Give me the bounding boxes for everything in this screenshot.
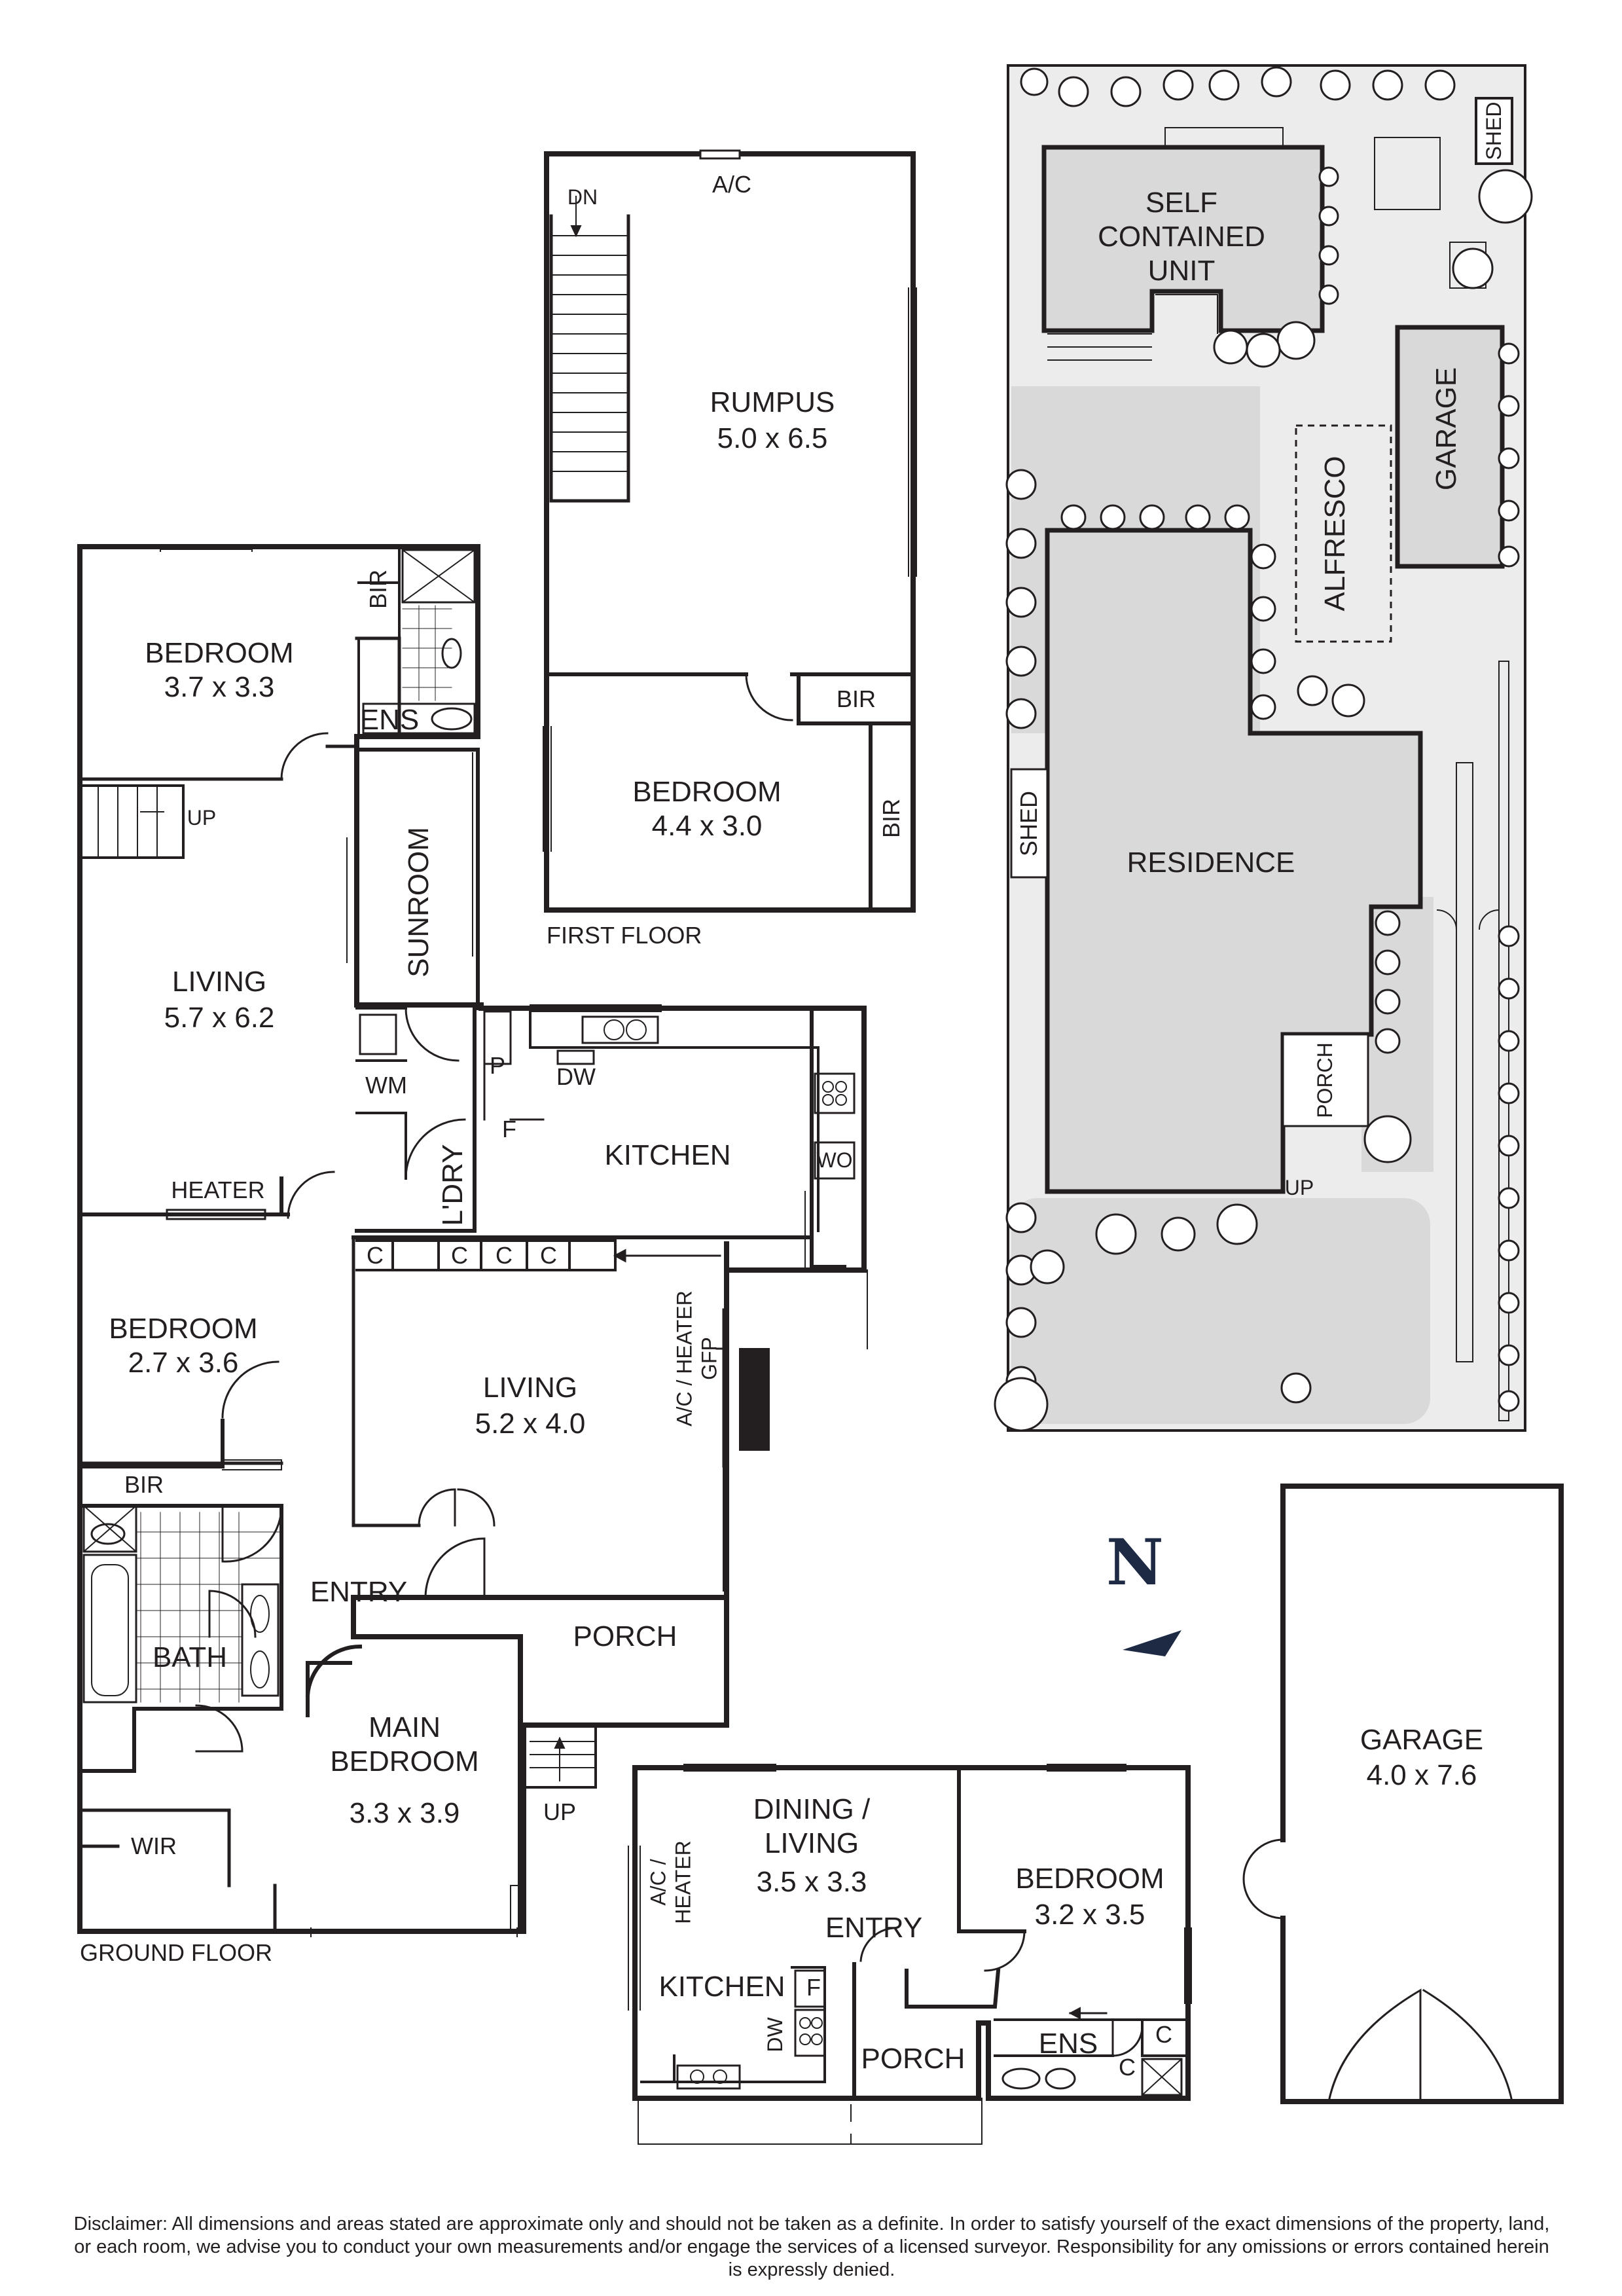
- bath-label: BATH: [152, 1641, 228, 1674]
- bir-label-first-2: BIR: [877, 798, 905, 839]
- rumpus-size: 5.0 x 6.5: [717, 422, 828, 455]
- bedroom-first-size: 4.4 x 3.0: [651, 810, 763, 843]
- living-2-size: 5.2 x 4.0: [475, 1408, 586, 1440]
- stairs-down-label: DN: [567, 185, 598, 210]
- unit-porch-label: PORCH: [861, 2043, 965, 2075]
- laundry-label: L'DRY: [437, 1144, 469, 1226]
- porch-up-label: UP: [543, 1798, 577, 1825]
- fridge-label: F: [502, 1115, 516, 1142]
- cupboard-label: C: [496, 1241, 513, 1269]
- unit-entry-label: ENTRY: [825, 1912, 923, 1944]
- ground-floor-plan: [77, 544, 868, 1937]
- bedroom-1-label: BEDROOM: [145, 637, 294, 670]
- unit-kitchen-label: KITCHEN: [658, 1971, 785, 2003]
- ac-heater-gfp-label: A/C / HEATER GFP: [672, 1290, 721, 1427]
- north-arrow: [1123, 1630, 1181, 1656]
- unit-cupboard-label: C: [1119, 2053, 1136, 2081]
- disclaimer-text: Disclaimer: All dimensions and areas sta…: [73, 2214, 1550, 2280]
- site-garage-label: GARAGE: [1430, 367, 1463, 491]
- living-1-label: LIVING: [171, 966, 267, 998]
- rumpus-label: RUMPUS: [710, 386, 835, 419]
- entry-label: ENTRY: [310, 1576, 408, 1609]
- first-floor-title: FIRST FLOOR: [547, 922, 702, 949]
- wir-label: WIR: [131, 1832, 177, 1859]
- garage-size: 4.0 x 7.6: [1366, 1759, 1477, 1792]
- site-up-label: UP: [1284, 1176, 1314, 1200]
- bedroom-2-size: 2.7 x 3.6: [128, 1347, 239, 1379]
- kitchen-label: KITCHEN: [604, 1139, 731, 1172]
- wm-label: WM: [365, 1071, 407, 1099]
- site-residence-label: RESIDENCE: [1126, 847, 1295, 879]
- unit-dining-size: 3.5 x 3.3: [756, 1866, 867, 1899]
- site-plan: [994, 64, 1533, 1432]
- sunroom-label: SUNROOM: [403, 827, 435, 977]
- bir-label-first-1: BIR: [836, 685, 876, 712]
- main-bedroom-size: 3.3 x 3.9: [349, 1797, 460, 1830]
- living-2-label: LIVING: [482, 1372, 578, 1404]
- unit-dining-label: DINING / LIVING: [753, 1793, 871, 1859]
- unit-ens-label: ENS: [1038, 2028, 1098, 2060]
- bir-label-2: BIR: [124, 1470, 164, 1498]
- unit-floor-plan: [628, 1764, 1192, 2145]
- ac-label-first: A/C: [712, 170, 752, 198]
- site-alfresco-label: ALFRESCO: [1319, 456, 1352, 611]
- garage-floor-plan: [1242, 1484, 1564, 2104]
- site-shed-top-label: SHED: [1482, 101, 1506, 160]
- unit-fridge-label: F: [806, 1973, 821, 2001]
- ground-floor-title: GROUND FLOOR: [80, 1939, 273, 1966]
- dishwasher-label: DW: [556, 1063, 596, 1090]
- bir-label-1: BIR: [364, 569, 391, 610]
- unit-ac-heater-label: A/C / HEATER: [646, 1840, 694, 1924]
- porch-label: PORCH: [573, 1620, 677, 1653]
- north-label: N: [1106, 1525, 1164, 1599]
- unit-cupboard-label: C: [1155, 2020, 1172, 2048]
- cupboard-label: C: [540, 1241, 557, 1269]
- ens-label: ENS: [359, 704, 420, 737]
- wall-oven-label: WO: [816, 1148, 853, 1173]
- garage-label: GARAGE: [1360, 1724, 1484, 1757]
- pantry-label: P: [489, 1051, 506, 1079]
- unit-bedroom-size: 3.2 x 3.5: [1034, 1899, 1145, 1931]
- bedroom-1-size: 3.7 x 3.3: [164, 671, 275, 704]
- unit-bedroom-label: BEDROOM: [1015, 1863, 1164, 1895]
- unit-dishwasher-label: DW: [763, 2017, 787, 2052]
- bedroom-first-label: BEDROOM: [632, 776, 782, 809]
- cupboard-label: C: [451, 1241, 468, 1269]
- heater-label: HEATER: [171, 1176, 265, 1203]
- bedroom-2-label: BEDROOM: [109, 1313, 258, 1345]
- site-unit-label: SELF CONTAINED UNIT: [1098, 187, 1265, 287]
- first-floor-plan: [543, 149, 917, 913]
- stairs-up-label: UP: [187, 806, 217, 830]
- main-bedroom-label: MAIN BEDROOM: [330, 1711, 479, 1777]
- living-1-size: 5.7 x 6.2: [164, 1002, 275, 1034]
- site-shed-side-label: SHED: [1015, 790, 1042, 857]
- site-porch-label: PORCH: [1313, 1042, 1337, 1118]
- cupboard-label: C: [367, 1241, 384, 1269]
